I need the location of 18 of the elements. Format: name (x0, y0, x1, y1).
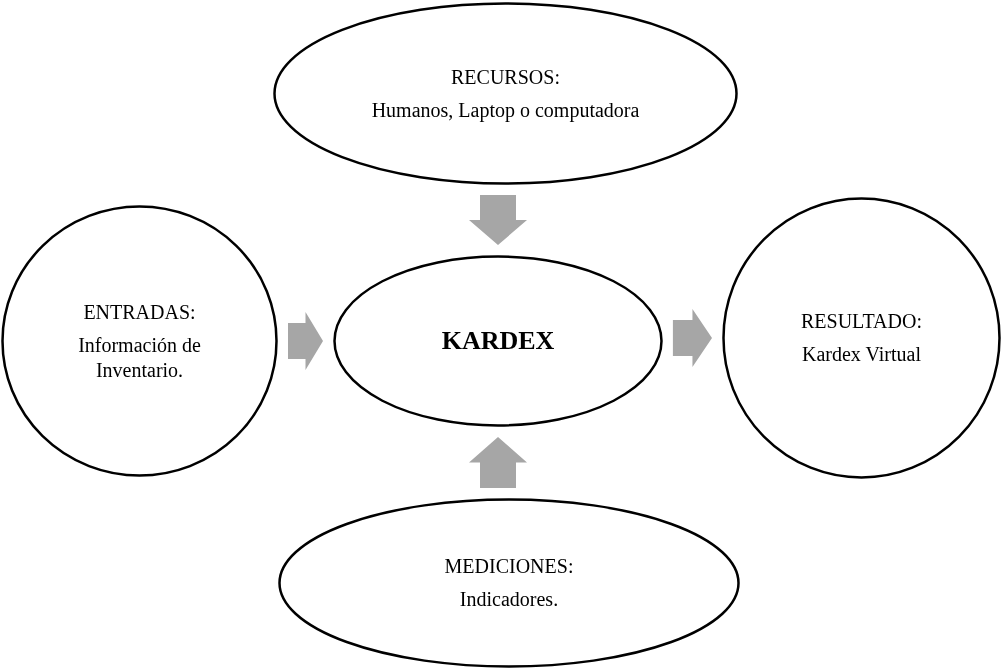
block-arrow (469, 437, 527, 489)
block-arrow (288, 312, 323, 370)
resources-ellipse (273, 2, 738, 185)
measurements-ellipse (278, 498, 740, 668)
body-text: Información de Inventario. (77, 332, 202, 383)
inputs-circle (1, 205, 278, 477)
body-text: Indicadores. (459, 587, 559, 612)
heading-text: RECURSOS: (451, 64, 560, 90)
heading-text: RESULTADO: (801, 309, 922, 334)
result-circle (722, 197, 1001, 479)
body-text: Humanos, Laptop o computadora (371, 97, 640, 123)
body-text: Kardex Virtual (802, 342, 921, 367)
heading-text: MEDICIONES: (444, 554, 574, 579)
block-arrow (672, 309, 712, 367)
central-ellipse (333, 255, 663, 427)
center-label: KARDEX (441, 324, 555, 357)
heading-text: ENTRADAS: (83, 299, 196, 325)
block-arrow (469, 194, 527, 245)
